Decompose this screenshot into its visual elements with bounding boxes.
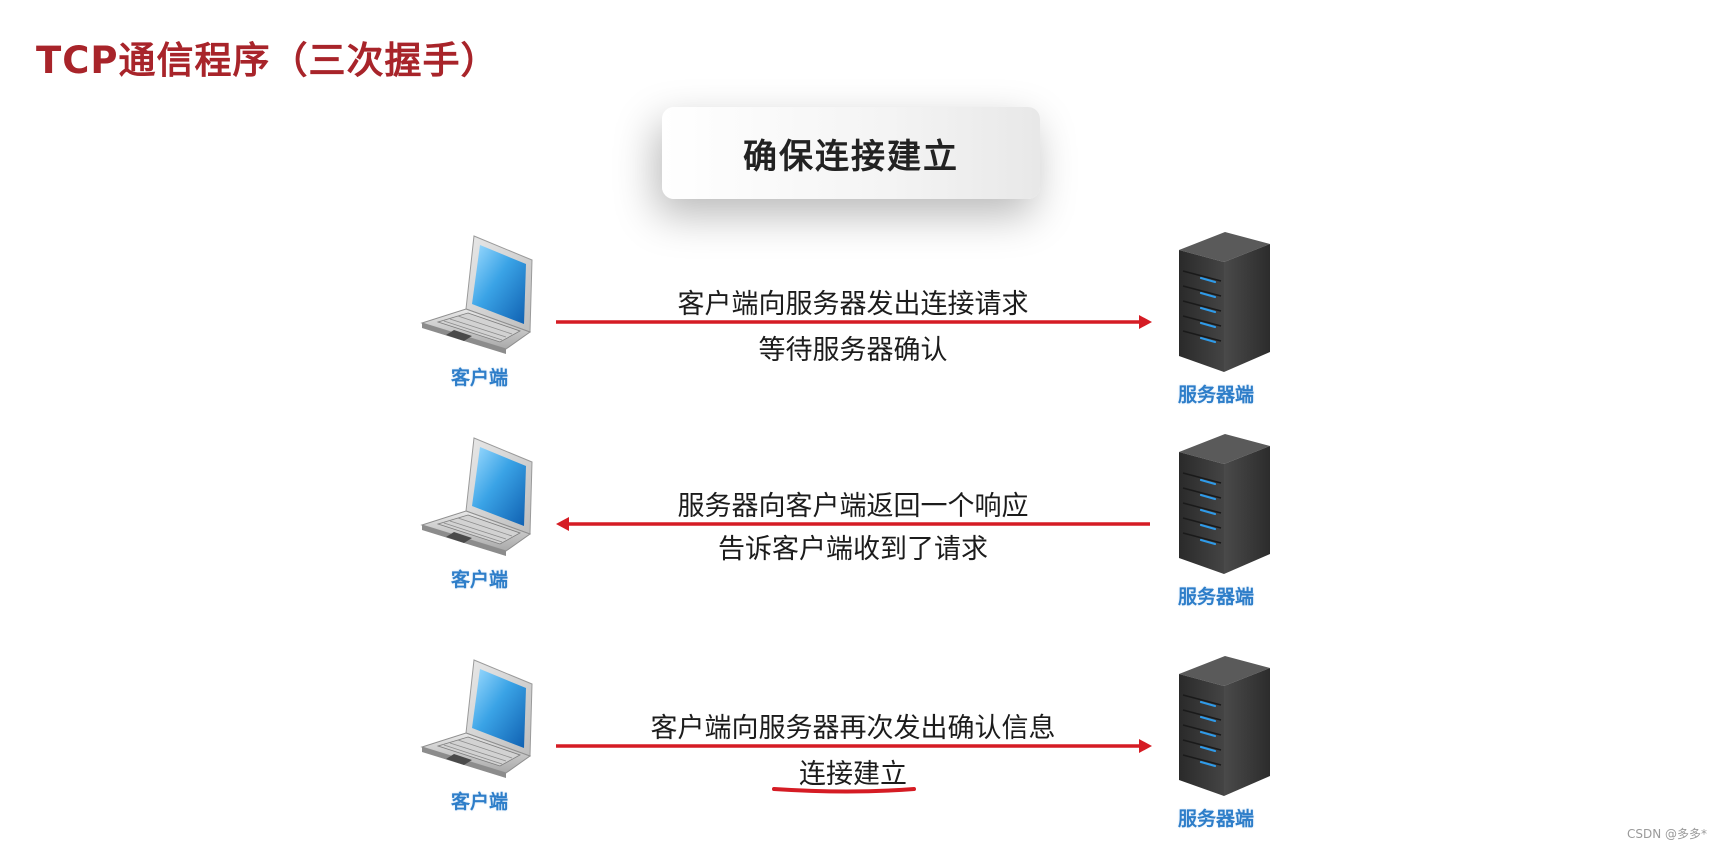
page-title: TCP通信程序（三次握手） xyxy=(36,39,499,82)
arrow-step-2 xyxy=(556,517,1150,531)
step-2-note: 告诉客户端收到了请求 xyxy=(718,534,988,565)
step-3-message: 客户端向服务器再次发出确认信息 xyxy=(650,713,1056,744)
server-icon xyxy=(1177,230,1272,374)
underline-highlight xyxy=(772,787,916,794)
server-label: 服务器端 xyxy=(1178,808,1255,830)
header-card: 确保连接建立 xyxy=(662,107,1040,199)
arrow-step-3 xyxy=(556,739,1152,753)
server-label: 服务器端 xyxy=(1178,384,1255,406)
step-2-message: 服务器向客户端返回一个响应 xyxy=(677,491,1029,522)
client-label: 客户端 xyxy=(451,367,509,389)
server-icon xyxy=(1177,432,1272,576)
laptop-icon xyxy=(421,659,533,779)
arrow-step-1 xyxy=(556,315,1152,329)
step-1-message: 客户端向服务器发出连接请求 xyxy=(677,289,1029,320)
server-label: 服务器端 xyxy=(1178,586,1255,608)
client-label: 客户端 xyxy=(451,569,509,591)
laptop-icon xyxy=(421,437,533,557)
watermark: CSDN @多多* xyxy=(1626,827,1707,841)
server-icon xyxy=(1177,654,1272,798)
client-label: 客户端 xyxy=(451,791,509,813)
header-card-text: 确保连接建立 xyxy=(743,136,959,177)
step-3-note: 连接建立 xyxy=(799,759,907,790)
laptop-icon xyxy=(421,235,533,355)
step-1-note: 等待服务器确认 xyxy=(758,335,948,366)
